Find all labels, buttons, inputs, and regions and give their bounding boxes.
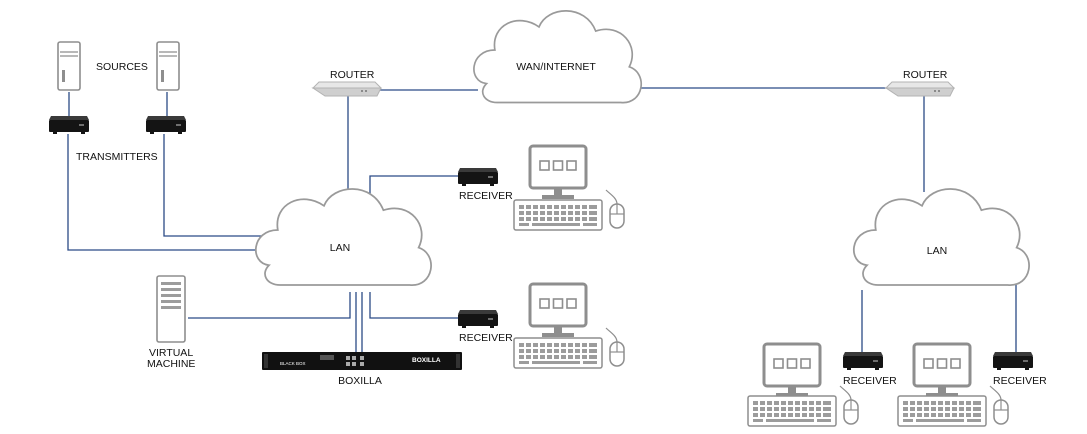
router-right-label: ROUTER <box>903 69 948 81</box>
source-tower-2 <box>156 41 180 91</box>
link-tx2-lan <box>163 134 270 237</box>
vm-label-line2: MACHINE <box>147 358 195 370</box>
lan-left-cloud-icon <box>254 188 432 286</box>
router-right <box>885 81 955 97</box>
receiver-bottom-left-label: RECEIVER <box>843 375 897 387</box>
receiver-bottom-left <box>843 352 883 370</box>
receiver-top-label: RECEIVER <box>459 190 513 202</box>
wan-label: WAN/INTERNET <box>516 61 596 73</box>
link-vm-lan <box>188 292 351 319</box>
sources-label: SOURCES <box>96 61 148 73</box>
link-lan-receiver-top <box>369 175 460 196</box>
lan-right-label: LAN <box>927 245 947 257</box>
workstation-mid-monitor-icon <box>528 282 588 339</box>
receiver-mid-label: RECEIVER <box>459 332 513 344</box>
workstation-bl-monitor-icon <box>762 342 822 399</box>
workstation-br-keyboard-icon <box>898 386 1008 426</box>
workstation-top-monitor-icon <box>528 144 588 201</box>
vm-label-line1: VIRTUAL <box>149 347 193 359</box>
virtual-machine-rack-server-icon <box>156 275 186 343</box>
transmitter-1 <box>49 116 89 134</box>
receiver-mid <box>458 310 498 328</box>
workstation-bl-keyboard-icon <box>748 386 858 426</box>
transmitter-2 <box>146 116 186 134</box>
boxilla-panel-brand: BOXILLA <box>412 357 441 364</box>
connection-lines <box>67 87 1017 354</box>
link-tx1-lan <box>67 134 262 251</box>
boxilla-panel-logo: BLACK BOX <box>280 361 306 366</box>
boxilla-label: BOXILLA <box>338 375 382 387</box>
link-lan-receiver-mid <box>369 292 460 319</box>
lan-right-cloud-icon <box>852 188 1030 286</box>
receiver-bottom-right-label: RECEIVER <box>993 375 1047 387</box>
router-left-label: ROUTER <box>330 69 375 81</box>
boxilla-appliance: BLACK BOX BOXILLA <box>262 352 462 370</box>
workstation-br-monitor-icon <box>912 342 972 399</box>
router-left <box>312 81 382 97</box>
wan-cloud-icon <box>473 10 643 104</box>
source-tower-1 <box>57 41 81 91</box>
receiver-top <box>458 168 498 186</box>
receiver-bottom-right <box>993 352 1033 370</box>
transmitters-label: TRANSMITTERS <box>76 151 158 163</box>
lan-left-label: LAN <box>330 242 350 254</box>
